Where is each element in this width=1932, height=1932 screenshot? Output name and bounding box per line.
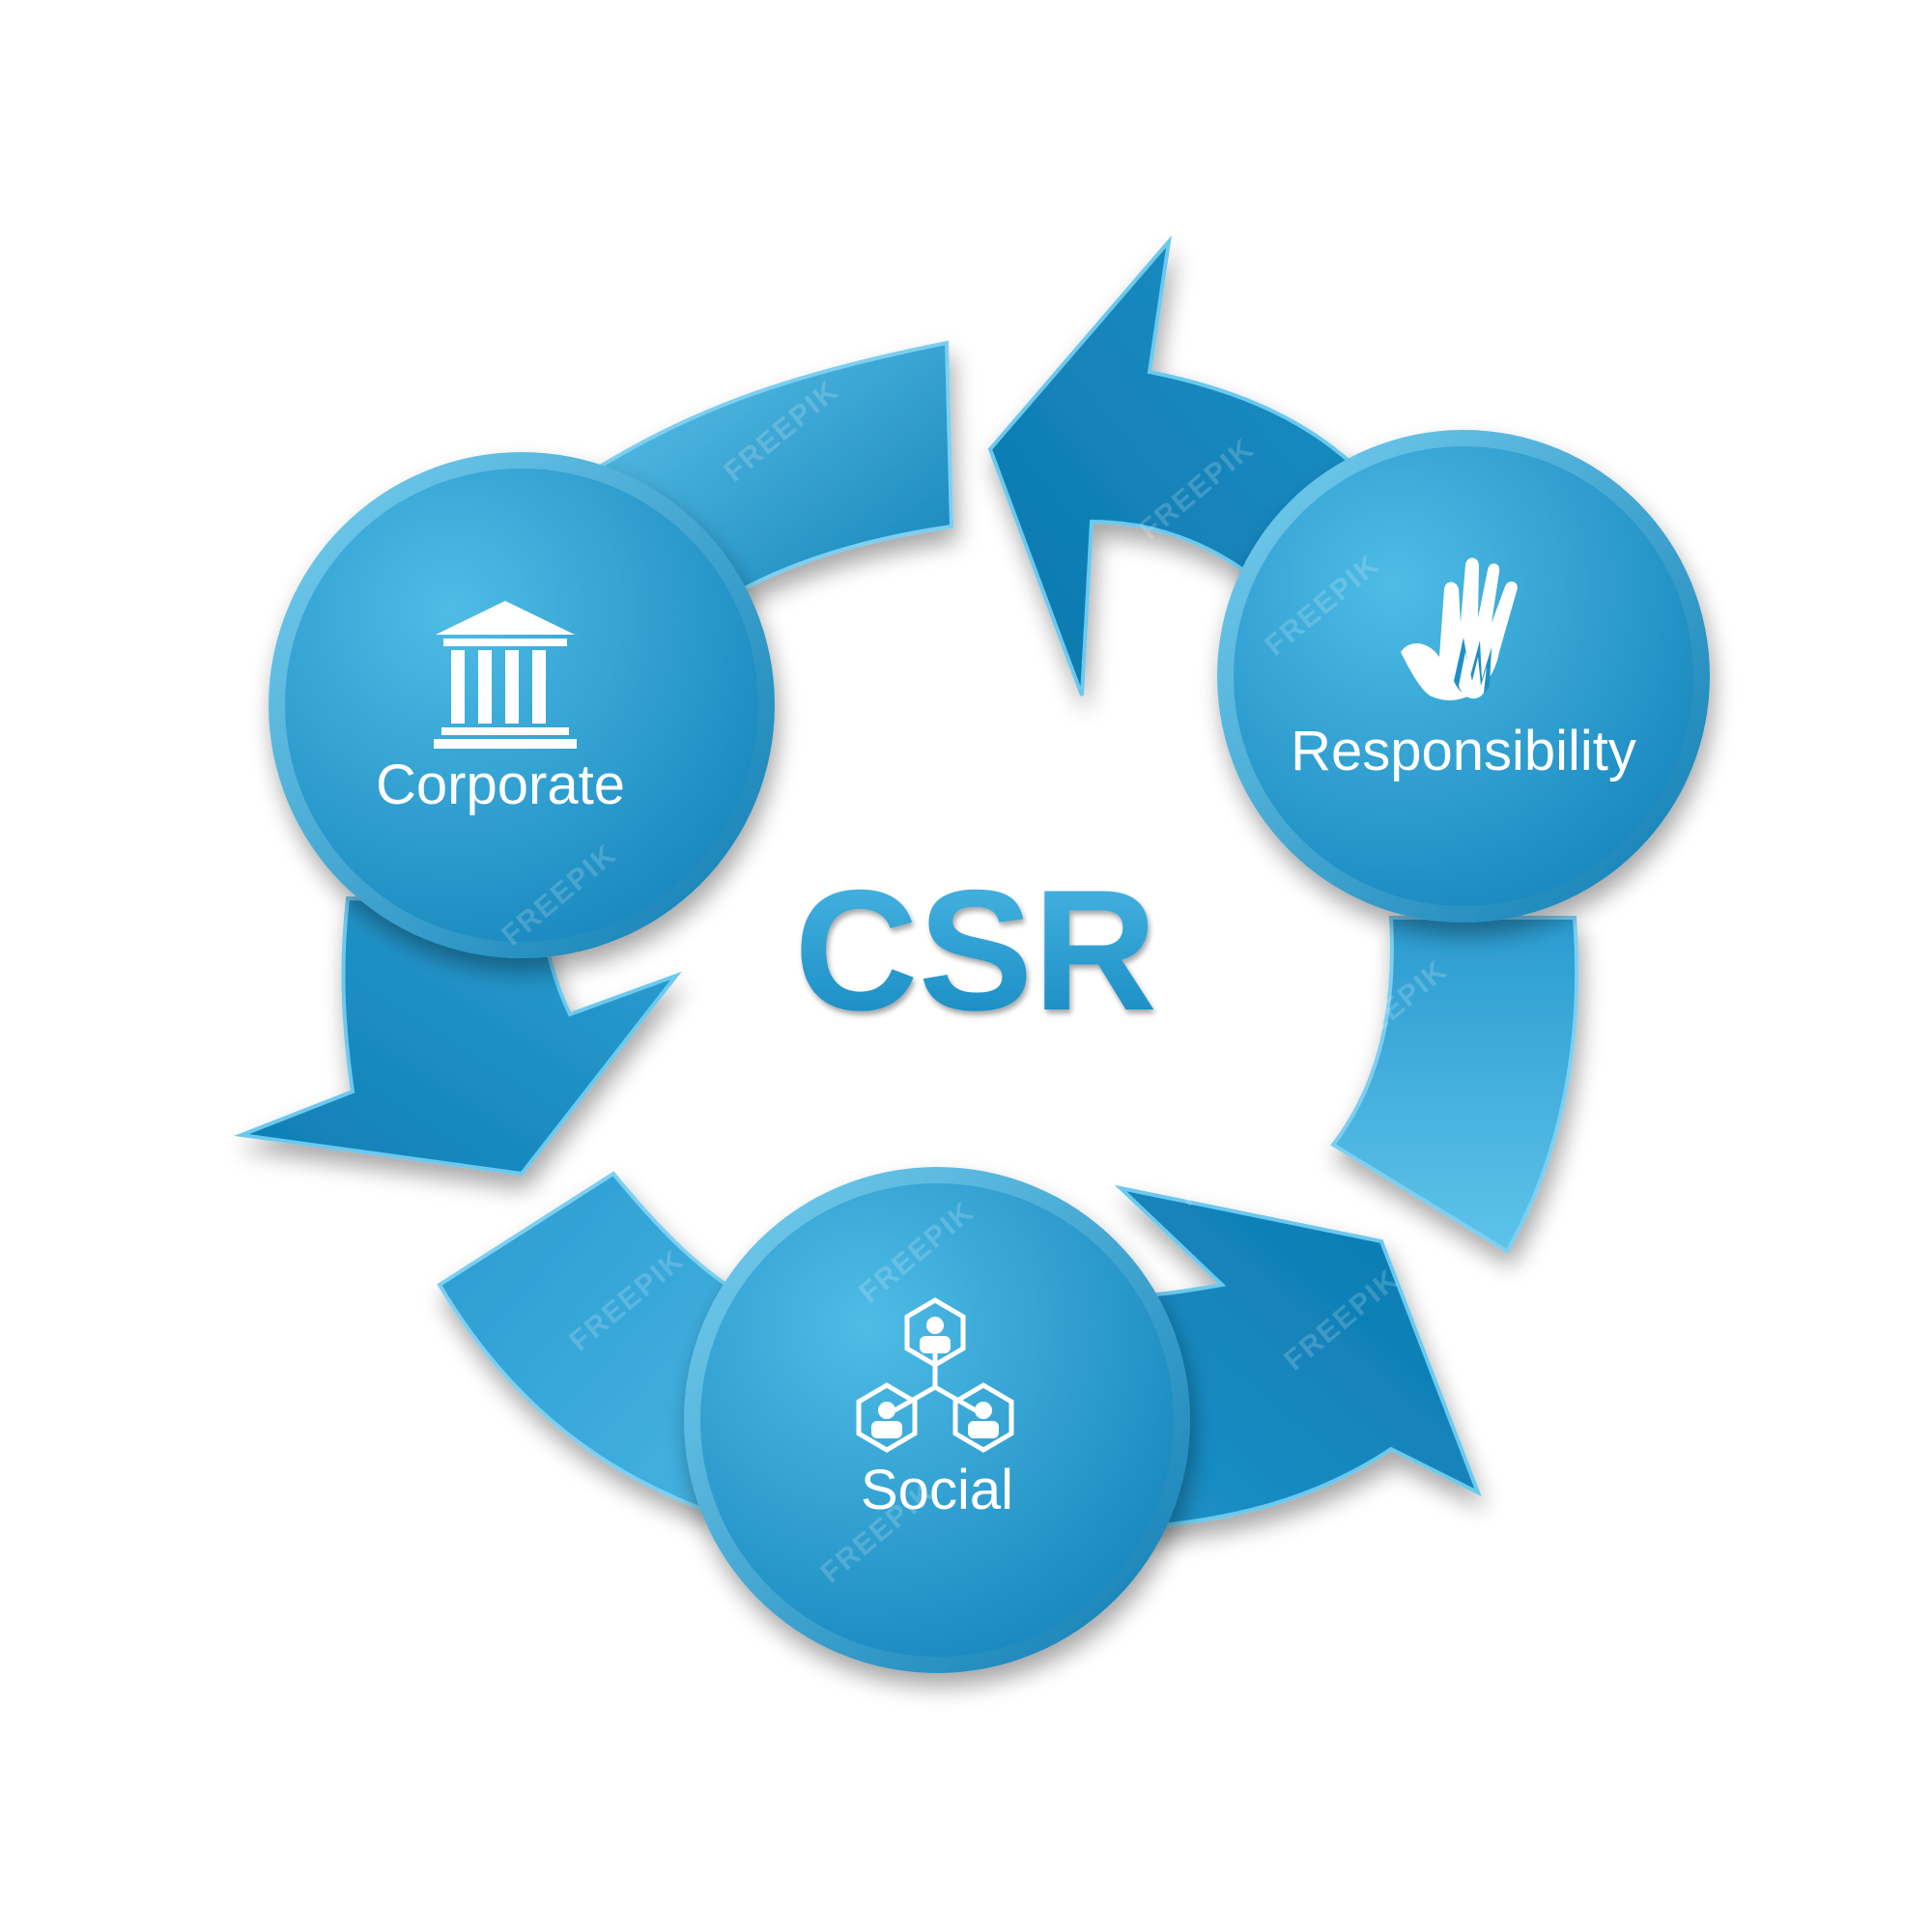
node-social: Social (684, 1167, 1190, 1673)
node-corporate-inner (285, 469, 758, 942)
node-responsibility: Responsibility (1217, 430, 1710, 923)
node-social-inner (700, 1183, 1174, 1657)
center-title: CSR (794, 854, 1157, 1046)
node-corporate-label: Corporate (376, 753, 625, 816)
helping-hands-icon (1401, 557, 1518, 700)
watermark: FREEPIK (1172, 1099, 1299, 1213)
node-responsibility-label: Responsibility (1291, 720, 1636, 782)
bank-building-icon (434, 601, 577, 749)
node-social-label: Social (861, 1459, 1013, 1521)
social-network-icon (856, 1297, 1014, 1453)
arrow-bottom-left-band (437, 1171, 737, 1515)
node-corporate: Corporate (269, 452, 775, 958)
cycle-arrows (234, 235, 1579, 1534)
arrow-right-band (1330, 916, 1579, 1254)
